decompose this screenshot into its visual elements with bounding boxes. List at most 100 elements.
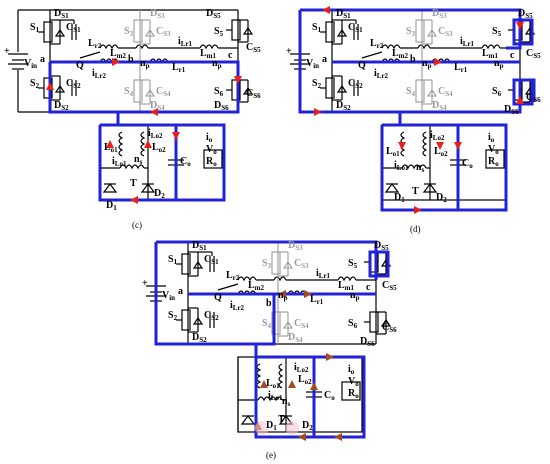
svg-text:np: np [278, 290, 288, 302]
svg-text:DS3: DS3 [150, 8, 165, 20]
svg-text:iLo1: iLo1 [394, 160, 409, 172]
svg-text:b: b [410, 54, 416, 65]
caption-c: (c) [132, 220, 142, 230]
svg-text:Lr2: Lr2 [370, 38, 384, 50]
svg-text:a: a [322, 54, 327, 65]
svg-text:CS6: CS6 [382, 322, 397, 334]
svg-text:np: np [350, 290, 360, 302]
svg-text:CS6: CS6 [246, 88, 261, 100]
svg-text:Lo1: Lo1 [104, 142, 118, 154]
svg-text:Ro: Ro [206, 156, 217, 168]
svg-text:np: np [422, 58, 432, 70]
svg-text:iLr1: iLr1 [178, 36, 193, 48]
svg-text:io: io [488, 132, 495, 144]
svg-text:DS5: DS5 [206, 8, 221, 20]
svg-text:Lr2: Lr2 [88, 38, 102, 50]
svg-text:Lm1: Lm1 [200, 48, 217, 60]
svg-text:+: + [142, 278, 148, 289]
svg-text:S1: S1 [312, 22, 322, 34]
svg-text:CS4: CS4 [438, 86, 453, 98]
svg-text:DS6: DS6 [360, 336, 375, 348]
svg-text:c: c [510, 50, 515, 61]
svg-text:S5: S5 [214, 26, 224, 38]
svg-text:D2: D2 [154, 188, 165, 200]
svg-text:CS4: CS4 [156, 86, 171, 98]
svg-text:DS6: DS6 [504, 104, 519, 116]
svg-text:CS2: CS2 [204, 310, 219, 322]
svg-text:DS5: DS5 [518, 8, 533, 20]
svg-text:D2: D2 [436, 192, 447, 204]
svg-text:iLo1: iLo1 [268, 390, 283, 402]
svg-text:ns: ns [282, 396, 291, 408]
svg-text:S2: S2 [168, 310, 178, 322]
svg-text:c: c [228, 50, 233, 61]
svg-text:+: + [4, 46, 10, 57]
svg-text:iLr2: iLr2 [92, 68, 107, 80]
svg-text:CS2: CS2 [66, 78, 81, 90]
svg-text:Q: Q [76, 60, 84, 71]
svg-text:CS3: CS3 [156, 26, 171, 38]
svg-text:CS3: CS3 [438, 26, 453, 38]
svg-text:S2: S2 [30, 78, 40, 90]
svg-text:S1: S1 [30, 22, 40, 34]
svg-text:S5: S5 [492, 26, 502, 38]
svg-text:T: T [412, 186, 419, 197]
svg-text:S4: S4 [262, 318, 272, 330]
svg-text:+: + [286, 46, 292, 57]
svg-text:DS2: DS2 [54, 100, 69, 112]
svg-text:iLo1: iLo1 [112, 156, 127, 168]
svg-text:Vo: Vo [348, 376, 359, 388]
svg-text:Ro: Ro [488, 156, 499, 168]
svg-text:S3: S3 [124, 26, 134, 38]
svg-text:Co: Co [462, 158, 473, 170]
svg-text:Lr1: Lr1 [454, 62, 468, 74]
svg-text:io: io [348, 364, 355, 376]
svg-text:Vo: Vo [488, 144, 499, 156]
svg-text:DS4: DS4 [288, 332, 303, 344]
svg-text:iLr1: iLr1 [316, 268, 331, 280]
svg-text:iLo2: iLo2 [294, 362, 309, 374]
svg-text:iLr2: iLr2 [374, 68, 389, 80]
svg-text:Lr1: Lr1 [310, 294, 324, 306]
svg-text:iLo2: iLo2 [430, 130, 445, 142]
svg-text:Lo1: Lo1 [266, 378, 280, 390]
panel-d: + Vin a b c Q S1 S2 DS1 DS2 CS1 CS2 DS3 … [286, 6, 541, 234]
svg-text:DS1: DS1 [54, 8, 69, 20]
svg-text:CS4: CS4 [294, 318, 309, 330]
svg-text:DS4: DS4 [432, 100, 447, 112]
svg-text:S1: S1 [168, 254, 178, 266]
svg-text:T: T [130, 178, 137, 189]
svg-text:np: np [140, 58, 150, 70]
svg-text:Lo2: Lo2 [434, 146, 448, 158]
svg-text:Lo2: Lo2 [152, 142, 166, 154]
svg-text:Vo: Vo [206, 144, 217, 156]
svg-text:DS3: DS3 [288, 240, 303, 252]
svg-text:T: T [278, 414, 285, 425]
svg-text:Lm1: Lm1 [338, 280, 355, 292]
svg-text:iLr1: iLr1 [460, 36, 475, 48]
svg-text:Vin: Vin [162, 290, 175, 302]
panel-c: + Vin a b c Q S1 S2 DS1 DS2 CS1 CS2 DS3 … [4, 8, 261, 230]
svg-text:a: a [178, 286, 183, 297]
svg-text:DS5: DS5 [374, 240, 389, 252]
svg-text:c: c [366, 282, 371, 293]
svg-text:D1: D1 [394, 192, 405, 204]
svg-text:DS1: DS1 [336, 8, 351, 20]
svg-text:CS1: CS1 [204, 254, 219, 266]
svg-text:DS2: DS2 [336, 100, 351, 112]
svg-text:CS5: CS5 [382, 280, 397, 292]
svg-text:DS3: DS3 [432, 8, 447, 20]
svg-text:CS1: CS1 [348, 22, 363, 34]
svg-text:S4: S4 [406, 86, 416, 98]
svg-text:DS6: DS6 [214, 100, 229, 112]
svg-text:S6: S6 [492, 86, 502, 98]
svg-text:S6: S6 [214, 86, 224, 98]
svg-text:Lm2: Lm2 [248, 280, 265, 292]
caption-d: (d) [410, 224, 421, 234]
svg-text:Lr1: Lr1 [172, 62, 186, 74]
svg-text:Lm1: Lm1 [482, 48, 499, 60]
svg-text:CS2: CS2 [348, 78, 363, 90]
svg-text:CS5: CS5 [246, 42, 261, 54]
svg-text:S6: S6 [348, 318, 358, 330]
